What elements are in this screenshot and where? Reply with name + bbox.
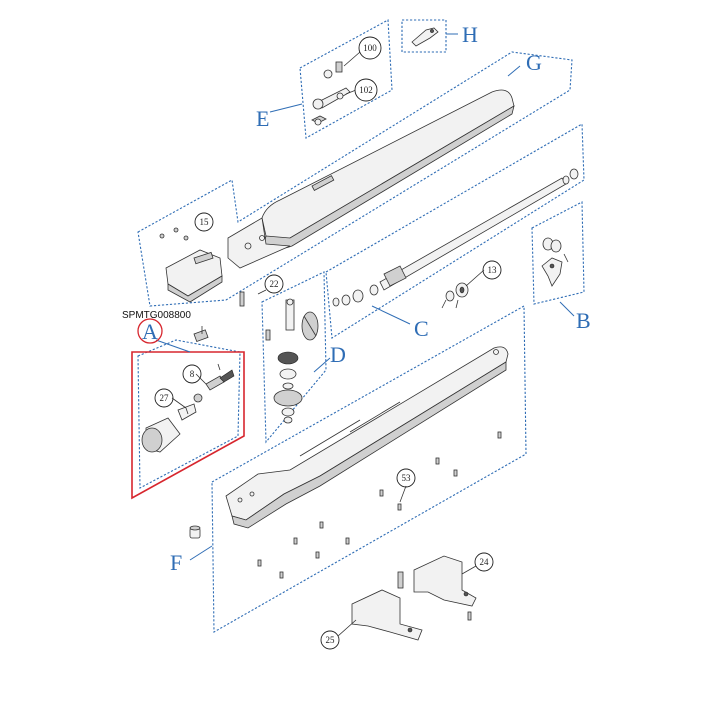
lower-housing-f[interactable] [225,346,509,529]
svg-text:13: 13 [488,265,498,275]
svg-text:53: 53 [402,473,412,483]
callout-13[interactable]: 13 [482,260,502,280]
group-d-outline [261,271,327,444]
svg-text:102: 102 [359,85,373,95]
key-part-h[interactable] [411,27,439,47]
screw [173,227,179,233]
leader-d [313,357,331,373]
svg-text:8: 8 [190,369,195,379]
part-code-label: SPMTG008800 [122,310,191,321]
svg-text:100: 100 [363,43,377,53]
leader-e [269,103,303,113]
callout-25[interactable]: 25 [320,630,340,650]
callout-8[interactable]: 8 [182,364,202,384]
leader-a [155,339,191,353]
upper-cover[interactable] [227,89,515,269]
callout-22[interactable]: 22 [264,274,284,294]
group-label-a[interactable]: A [142,319,158,344]
group-label-g[interactable]: G [526,50,542,75]
group-h-outline [401,19,447,53]
group-label-f[interactable]: F [170,550,182,575]
group-label-h[interactable]: H [462,22,478,47]
gearmotor-a[interactable] [141,326,235,453]
group-label-b[interactable]: B [576,308,591,333]
group-label-c[interactable]: C [414,316,429,341]
release-key-parts[interactable] [311,61,351,126]
callout-27[interactable]: 27 [154,388,174,408]
svg-text:15: 15 [200,217,210,227]
leader-g [507,65,521,77]
callout-100[interactable]: 100 [358,36,382,60]
callout-15[interactable]: 15 [194,212,214,232]
group-f-outline [211,305,527,633]
svg-text:27: 27 [160,393,170,403]
group-label-e[interactable]: E [256,106,269,131]
gear-assembly-d[interactable] [239,291,319,424]
drive-shaft[interactable] [332,168,579,307]
group-label-d[interactable]: D [330,342,346,367]
bracket-25[interactable] [351,589,423,641]
svg-text:25: 25 [326,635,336,645]
bracket-24[interactable] [397,555,477,621]
group-c-outline [325,123,585,339]
housing-screws [257,431,502,579]
motor-cover-15[interactable] [165,249,223,303]
rear-bracket-b[interactable] [541,237,569,287]
svg-text:22: 22 [270,279,279,289]
callout-24[interactable]: 24 [474,552,494,572]
callout-53[interactable]: 53 [396,468,416,488]
screw [183,235,189,241]
cap-part[interactable] [189,525,201,539]
group-e-outline [299,19,393,139]
svg-text:24: 24 [480,557,490,567]
callout-102[interactable]: 102 [354,78,378,102]
group-a-inner-outline [137,339,241,489]
group-a-circle [137,318,163,344]
group-g-outline [137,51,573,307]
group-a-highlight [131,351,245,500]
bearing-13[interactable] [441,282,469,309]
group-b-outline [531,201,585,305]
leader-b [559,301,575,317]
screw [159,233,165,239]
leader-c [371,305,411,325]
leader-f [189,545,213,561]
